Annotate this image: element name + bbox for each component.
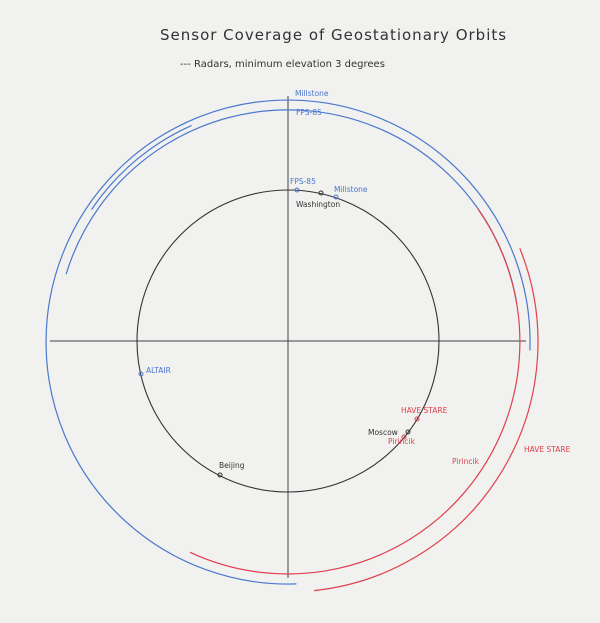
diagram-subtitle: --- Radars, minimum elevation 3 degrees [180, 59, 385, 70]
altair-coverage-arc [91, 124, 192, 210]
millstone-site-marker [333, 194, 339, 200]
have-stare-coverage-arc [314, 248, 539, 592]
have-stare-arc-label: HAVE STARE [524, 445, 571, 454]
washington-site-marker [318, 190, 324, 196]
beijing-site-marker [217, 472, 223, 478]
pirincik-coverage-arc [189, 208, 521, 575]
millstone-coverage-arc [45, 99, 531, 585]
pirincik-site-marker [401, 434, 407, 440]
have-stare-site-label: HAVE STARE [401, 406, 448, 415]
altair-site-marker [138, 371, 144, 377]
pirincik-site-label: Pirincik [388, 437, 416, 446]
fps85-arc-label: FPS-85 [296, 108, 322, 117]
fps85-site-label: FPS-85 [290, 177, 316, 186]
millstone-site-label: Millstone [334, 185, 368, 194]
have-stare-site-marker [414, 416, 420, 422]
washington-site-label: Washington [296, 200, 340, 209]
geostationary-orbit-circle [136, 189, 440, 493]
pirincik-arc-label: Pirincik [452, 457, 480, 466]
diagram-title: Sensor Coverage of Geostationary Orbits [160, 26, 507, 44]
fps85-coverage-arc [65, 109, 518, 302]
beijing-site-label: Beijing [219, 461, 245, 470]
moscow-site-label: Moscow [368, 428, 398, 437]
fps85-site-marker [294, 187, 300, 193]
millstone-arc-label: Millstone [295, 89, 329, 98]
altair-site-label: ALTAIR [146, 366, 171, 375]
moscow-site-marker [405, 429, 411, 435]
